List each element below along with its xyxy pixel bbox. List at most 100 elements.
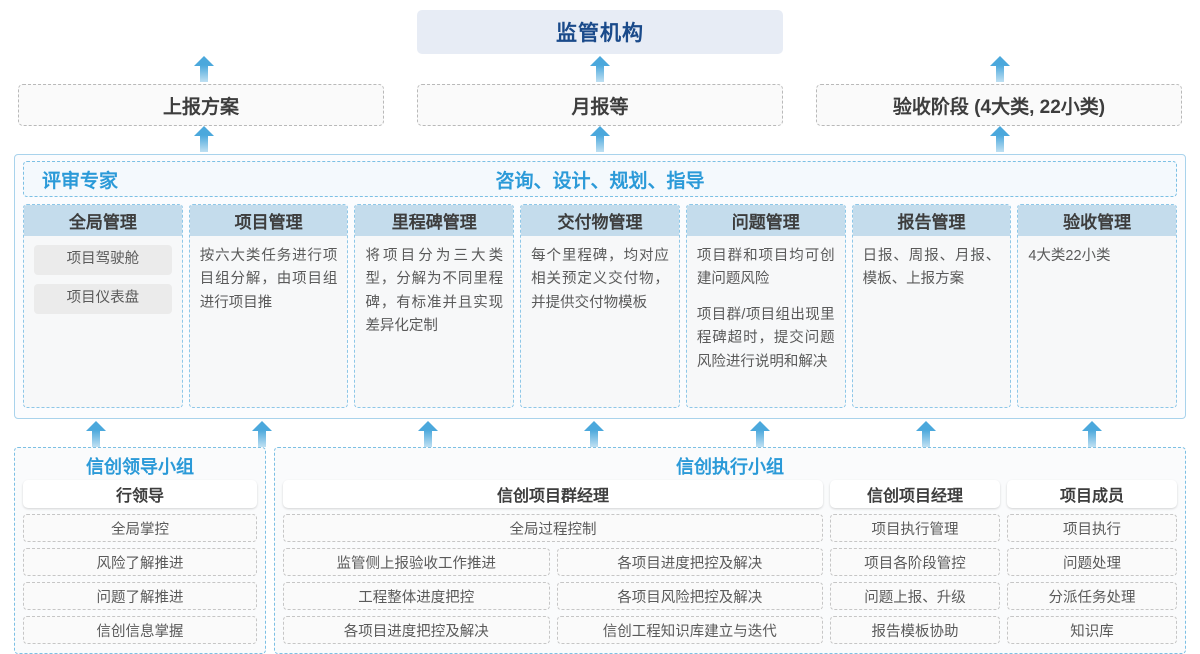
chip-item[interactable]: 项目仪表盘	[34, 284, 172, 314]
arrow-up-report-0	[194, 56, 214, 82]
arrow-up-card-3	[584, 421, 604, 447]
role-item[interactable]: 分派任务处理	[1007, 582, 1177, 610]
card-body: 项目群和项目均可创建问题风险 项目群/项目组出现里程碑超时，提交问题风险进行说明…	[687, 236, 845, 382]
arrow-up-card-4	[750, 421, 770, 447]
arrow-shaft	[1088, 430, 1096, 447]
role-head-project-manager[interactable]: 信创项目经理	[830, 480, 1000, 508]
card-body: 4大类22小类	[1018, 236, 1176, 276]
card-title: 里程碑管理	[355, 205, 514, 236]
card-acceptance-management[interactable]: 验收管理 4大类22小类	[1017, 204, 1178, 408]
role-column-project-member: 项目成员 项目执行 问题处理 分派任务处理 知识库	[1007, 480, 1177, 644]
arrow-head-icon	[590, 126, 610, 136]
arrow-up-report-1	[590, 56, 610, 82]
role-item[interactable]: 问题处理	[1007, 548, 1177, 576]
card-project-management[interactable]: 项目管理 按六大类任务进行项目组分解，由项目组进行项目推	[188, 204, 349, 408]
role-head-program-manager[interactable]: 信创项目群经理	[283, 480, 823, 508]
arrow-shaft	[596, 65, 604, 82]
report-box-monthly[interactable]: 月报等	[417, 84, 783, 126]
banner-review-experts: 评审专家	[42, 170, 119, 192]
card-paragraph: 按六大类任务进行项目组分解，由项目组进行项目推	[199, 248, 338, 311]
role-item[interactable]: 报告模板协助	[830, 616, 1000, 644]
arrow-shaft	[200, 135, 208, 152]
execution-role-columns: 信创项目群经理 全局过程控制 监管侧上报验收工作推进 工程整体进度把控 各项目进…	[283, 480, 1177, 644]
card-title: 全局管理	[24, 205, 182, 236]
card-title: 问题管理	[686, 205, 845, 236]
role-column-bank-leader: 行领导 全局掌控 风险了解推进 问题了解推进 信创信息掌握	[23, 480, 257, 644]
card-title: 交付物管理	[521, 205, 679, 236]
card-milestone-management[interactable]: 里程碑管理 将项目分为三大类型，分解为不同里程碑，有标准并且实现差异化定制	[354, 204, 515, 408]
role-item[interactable]: 问题上报、升级	[830, 582, 1000, 610]
card-body: 日报、周报、月报、模板、上报方案	[853, 236, 1011, 300]
role-column-project-manager: 信创项目经理 项目执行管理 项目各阶段管控 问题上报、升级 报告模板协助	[830, 480, 1000, 644]
arrow-shaft	[258, 430, 266, 447]
card-body: 每个里程碑，均对应相关预定义交付物，并提供交付物模板	[521, 236, 679, 323]
consulting-banner: 评审专家 咨询、设计、规划、指导	[23, 161, 1177, 197]
program-manager-left-col: 监管侧上报验收工作推进 工程整体进度把控 各项目进度把控及解决	[283, 548, 550, 644]
arrow-shaft	[590, 430, 598, 447]
card-deliverable-management[interactable]: 交付物管理 每个里程碑，均对应相关预定义交付物，并提供交付物模板	[520, 204, 680, 408]
arrow-head-icon	[194, 56, 214, 66]
arrow-shaft	[92, 430, 100, 447]
consulting-panel: 评审专家 咨询、设计、规划、指导 全局管理 项目驾驶舱 项目仪表盘 项目管理 按…	[14, 154, 1186, 419]
arrow-head-icon	[916, 421, 936, 431]
role-item[interactable]: 工程整体进度把控	[283, 582, 550, 610]
group-title-leadership: 信创领导小组	[86, 457, 194, 477]
bottom-groups: 信创领导小组 行领导 全局掌控 风险了解推进 问题了解推进 信创信息掌握 信创执…	[14, 447, 1186, 654]
role-item[interactable]: 项目执行	[1007, 514, 1177, 542]
arrow-head-icon	[750, 421, 770, 431]
role-item[interactable]: 各项目进度把控及解决	[283, 616, 550, 644]
role-item[interactable]: 问题了解推进	[23, 582, 257, 610]
arrows-to-reports	[0, 126, 1200, 152]
group-leadership: 信创领导小组 行领导 全局掌控 风险了解推进 问题了解推进 信创信息掌握	[14, 447, 266, 654]
management-cards: 全局管理 项目驾驶舱 项目仪表盘 项目管理 按六大类任务进行项目组分解，由项目组…	[23, 204, 1178, 408]
role-item[interactable]: 各项目风险把控及解决	[556, 582, 823, 610]
arrow-head-icon	[86, 421, 106, 431]
banner-consulting-services: 咨询、设计、规划、指导	[495, 170, 705, 192]
role-item-global-process-control[interactable]: 全局过程控制	[283, 514, 823, 542]
card-paragraph: 项目群和项目均可创建问题风险	[696, 248, 835, 288]
role-item[interactable]: 监管侧上报验收工作推进	[283, 548, 550, 576]
card-issue-management[interactable]: 问题管理 项目群和项目均可创建问题风险 项目群/项目组出现里程碑超时，提交问题风…	[685, 204, 846, 408]
arrow-up-card-2	[418, 421, 438, 447]
arrow-head-icon	[990, 126, 1010, 136]
role-item[interactable]: 信创工程知识库建立与迭代	[556, 616, 823, 644]
card-global-management[interactable]: 全局管理 项目驾驶舱 项目仪表盘	[23, 204, 183, 408]
arrow-shaft	[200, 65, 208, 82]
arrow-head-icon	[418, 421, 438, 431]
group-execution: 信创执行小组 信创项目群经理 全局过程控制 监管侧上报验收工作推进 工程整体进度…	[274, 447, 1186, 654]
role-item[interactable]: 信创信息掌握	[23, 616, 257, 644]
arrow-head-icon	[194, 126, 214, 136]
arrow-shaft	[922, 430, 930, 447]
card-paragraph: 每个里程碑，均对应相关预定义交付物，并提供交付物模板	[531, 248, 669, 311]
arrow-up-card-1	[252, 421, 272, 447]
card-report-management[interactable]: 报告管理 日报、周报、月报、模板、上报方案	[851, 204, 1012, 408]
role-item[interactable]: 各项目进度把控及解决	[556, 548, 823, 576]
role-item[interactable]: 项目各阶段管控	[830, 548, 1000, 576]
arrow-head-icon	[990, 56, 1010, 66]
report-box-acceptance[interactable]: 验收阶段 (4大类, 22小类)	[816, 84, 1182, 126]
card-paragraph: 4大类22小类	[1028, 248, 1111, 264]
card-title: 项目管理	[189, 205, 348, 236]
role-item[interactable]: 风险了解推进	[23, 548, 257, 576]
program-manager-split: 监管侧上报验收工作推进 工程整体进度把控 各项目进度把控及解决 各项目进度把控及…	[283, 548, 823, 644]
card-body: 将项目分为三大类型，分解为不同里程碑，有标准并且实现差异化定制	[355, 236, 513, 347]
arrow-shaft	[756, 430, 764, 447]
regulator-box: 监管机构	[417, 10, 783, 54]
chip-item[interactable]: 项目驾驶舱	[34, 245, 172, 275]
role-item[interactable]: 全局掌控	[23, 514, 257, 542]
card-title: 验收管理	[1018, 205, 1177, 236]
role-item[interactable]: 项目执行管理	[830, 514, 1000, 542]
role-head-bank-leader[interactable]: 行领导	[23, 480, 257, 508]
arrow-up-card-5	[916, 421, 936, 447]
group-title-execution: 信创执行小组	[676, 457, 784, 477]
role-item[interactable]: 知识库	[1007, 616, 1177, 644]
card-paragraph: 将项目分为三大类型，分解为不同里程碑，有标准并且实现差异化定制	[365, 248, 504, 335]
role-column-program-manager: 信创项目群经理 全局过程控制 监管侧上报验收工作推进 工程整体进度把控 各项目进…	[283, 480, 823, 644]
card-title: 报告管理	[852, 205, 1011, 236]
card-body: 项目驾驶舱 项目仪表盘	[24, 236, 182, 322]
role-head-project-member[interactable]: 项目成员	[1007, 480, 1177, 508]
arrow-head-icon	[1082, 421, 1102, 431]
report-box-plan[interactable]: 上报方案	[18, 84, 384, 126]
arrows-to-regulator	[0, 56, 1200, 82]
